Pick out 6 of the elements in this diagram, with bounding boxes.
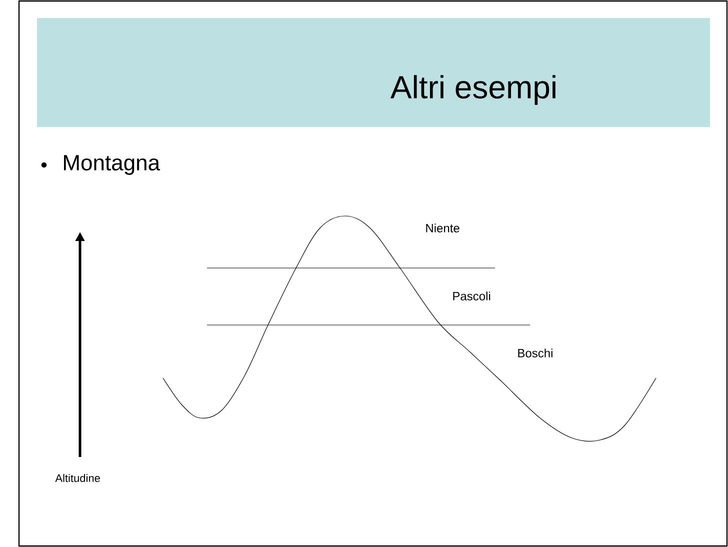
axis-label: Altitudine xyxy=(55,474,100,482)
bullet-text: Montagna xyxy=(64,155,160,175)
slide-title: Altri esempi xyxy=(390,75,556,105)
zone-label: Pascoli xyxy=(453,292,490,300)
zone-label: Boschi xyxy=(518,348,552,358)
zone-label: Niente xyxy=(426,224,460,232)
